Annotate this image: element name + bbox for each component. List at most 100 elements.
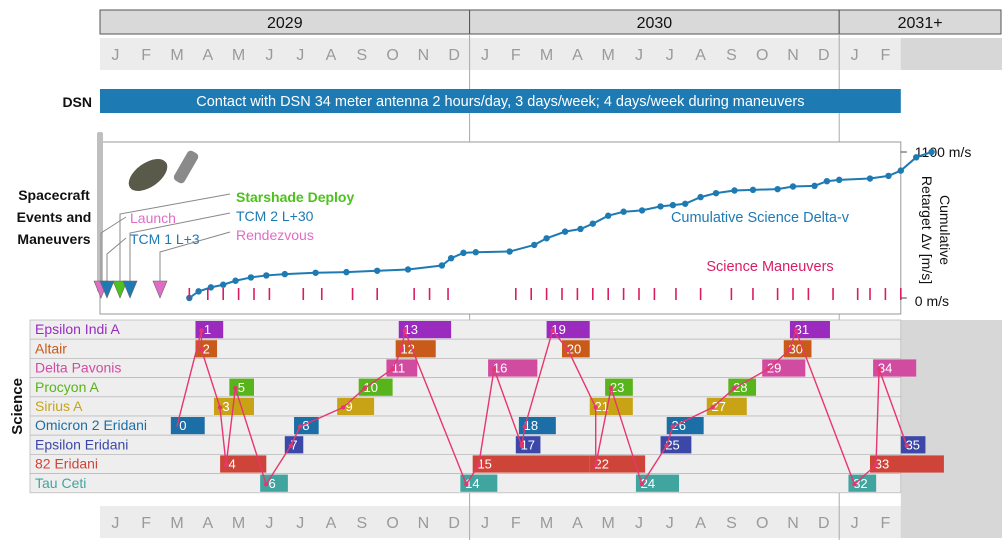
month-label: M	[170, 47, 183, 64]
month-label: J	[265, 515, 273, 532]
observation-bar	[728, 378, 757, 396]
observation-bar	[900, 436, 926, 454]
delta-v-point	[669, 201, 677, 209]
observation-number: 21	[594, 399, 608, 414]
delta-v-point	[404, 266, 412, 273]
transition-arrow	[712, 387, 735, 408]
observation-number: 35	[906, 437, 920, 452]
delta-v-point	[620, 208, 627, 215]
science-row-background	[29, 453, 902, 474]
post-2030-gray-area	[900, 320, 1002, 506]
month-label: N	[787, 47, 799, 64]
science-row-background	[29, 377, 902, 398]
science-target-label: Epsilon Indi A	[35, 321, 120, 337]
transition-arrowhead	[593, 405, 598, 410]
observation-number: 9	[346, 399, 353, 414]
dsn-label: DSN	[62, 94, 92, 110]
delta-v-point	[472, 249, 479, 256]
delta-v-point	[312, 269, 319, 276]
observation-number: 27	[712, 399, 726, 414]
year-label: 2030	[637, 15, 673, 32]
delta-v-point	[589, 220, 596, 227]
transition-arrow	[672, 406, 714, 428]
month-row-bottom-empty-area	[900, 506, 1002, 538]
delta-v-point	[460, 249, 467, 257]
month-label: J	[851, 515, 859, 532]
month-label: J	[481, 515, 489, 532]
events-section-label: Spacecraft	[18, 187, 90, 203]
event-label: TCM 1 L+3	[130, 231, 200, 247]
observation-bar	[635, 474, 680, 492]
month-label: F	[511, 515, 521, 532]
event-marker-triangle	[152, 280, 168, 299]
delta-v-point	[447, 254, 455, 262]
delta-v-point	[913, 154, 920, 161]
observation-bar	[195, 321, 224, 339]
delta-v-point	[263, 272, 270, 279]
delta-v-point	[343, 268, 350, 276]
delta-v-point	[885, 172, 892, 180]
transition-arrow	[795, 330, 856, 485]
event-label: Launch	[130, 210, 176, 226]
delta-v-point	[506, 248, 513, 255]
observation-bar	[706, 397, 747, 415]
transition-arrow	[521, 426, 526, 446]
science-target-label: Tau Ceti	[35, 475, 86, 491]
month-label: F	[881, 515, 891, 532]
observation-bar	[488, 359, 538, 377]
month-label: M	[170, 515, 183, 532]
transition-arrow	[400, 330, 406, 350]
observation-number: 7	[290, 437, 297, 452]
event-leader-line	[129, 212, 231, 282]
transition-arrow	[176, 330, 203, 427]
launch-vehicle-icon	[97, 132, 103, 292]
month-label: M	[540, 515, 553, 532]
delta-v-point	[638, 207, 646, 214]
observation-bar	[213, 397, 254, 415]
month-label: F	[881, 47, 891, 64]
transition-arrowhead	[217, 405, 223, 410]
month-label: J	[296, 515, 304, 532]
delta-v-point	[531, 241, 538, 249]
transition-arrow	[595, 388, 612, 466]
science-target-label: Delta Pavonis	[35, 360, 121, 376]
transition-arrow	[225, 388, 237, 466]
year-header-cell	[469, 9, 840, 35]
month-label: A	[202, 47, 213, 64]
transition-arrow	[641, 445, 668, 485]
observation-number: 25	[665, 437, 679, 452]
transition-arrow	[552, 330, 569, 351]
year-label: 2031+	[898, 15, 943, 32]
month-label: S	[726, 47, 737, 64]
month-label: F	[511, 47, 521, 64]
delta-v-point	[811, 182, 818, 190]
delta-v-point	[374, 267, 381, 274]
month-row-top-background	[100, 38, 1002, 70]
transition-arrow	[875, 368, 880, 466]
observation-bar	[170, 417, 205, 435]
y-axis-label: Cumulative	[937, 195, 953, 265]
starshade-icon	[128, 159, 168, 191]
transition-arrow	[767, 349, 791, 370]
science-row-background	[29, 319, 902, 340]
observation-bar	[472, 455, 590, 473]
transition-arrow	[853, 464, 877, 485]
month-label: J	[265, 47, 273, 64]
month-label: J	[481, 47, 489, 64]
dsn-contact-text: Contact with DSN 34 meter antenna 2 hour…	[196, 94, 804, 110]
observation-number: 30	[789, 341, 803, 356]
transition-arrow	[567, 349, 597, 408]
transition-arrow	[665, 426, 674, 447]
month-label: A	[202, 515, 213, 532]
delta-v-point	[836, 176, 843, 184]
transition-arrow	[610, 387, 643, 485]
observation-bar	[789, 321, 830, 339]
delta-v-point	[897, 167, 904, 174]
science-row-background	[29, 396, 902, 417]
observation-bar	[395, 340, 436, 358]
science-section-label: Science	[9, 378, 26, 435]
event-leader-line	[100, 216, 127, 282]
delta-v-panel-frame	[99, 141, 902, 315]
month-label: S	[726, 515, 737, 532]
delta-v-point	[749, 186, 757, 194]
